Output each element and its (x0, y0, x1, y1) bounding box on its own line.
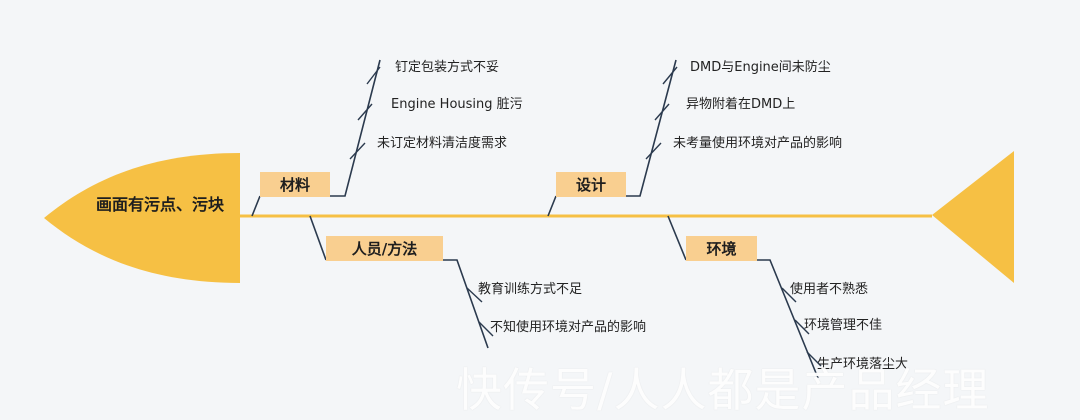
cause-people-1: 教育训练方式不足 (478, 282, 583, 297)
branch-line-design (547, 195, 557, 217)
watermark: 快传号/人人都是产品经理 (456, 363, 990, 417)
branch-line-design-causes (626, 59, 677, 197)
cause-design-2: 异物附着在DMD上 (686, 97, 796, 112)
category-design: 设计 (556, 172, 626, 197)
tick-materials-1 (366, 66, 381, 85)
category-materials: 材料 (260, 172, 330, 197)
branch-line-materials (251, 195, 261, 217)
tick-people-1 (466, 287, 483, 303)
cause-design-1: DMD与Engine间未防尘 (690, 60, 831, 75)
category-people-method: 人员/方法 (326, 236, 443, 261)
branch-line-people (309, 215, 327, 261)
category-environment: 环境 (686, 236, 757, 261)
tick-environment-3 (806, 351, 822, 367)
cause-design-3: 未考量使用环境对产品的影响 (673, 136, 843, 151)
cause-environment-3: 生产环境落尘大 (817, 357, 909, 372)
cause-environment-2: 环境管理不佳 (804, 318, 883, 333)
problem-statement: 画面有污点、污块 (96, 195, 225, 214)
tick-design-2 (654, 103, 670, 121)
tick-materials-2 (357, 103, 373, 121)
tick-materials-3 (349, 142, 366, 160)
cause-materials-3: 未订定材料清洁度需求 (377, 136, 508, 151)
cause-materials-2: Engine Housing 脏污 (391, 97, 523, 112)
fish-head (44, 153, 240, 283)
tick-design-3 (645, 142, 662, 160)
branch-line-environment (667, 215, 687, 261)
fish-tail (932, 151, 1014, 283)
cause-environment-1: 使用者不熟悉 (790, 282, 869, 297)
cause-people-2: 不知使用环境对产品的影响 (490, 320, 647, 335)
branch-line-people-causes (443, 259, 489, 349)
tick-environment-2 (794, 319, 810, 335)
branch-line-materials-causes (330, 59, 381, 197)
tick-people-2 (478, 321, 494, 337)
tick-design-1 (662, 66, 678, 85)
branch-line-environment-causes (757, 259, 819, 379)
cause-materials-1: 钉定包装方式不妥 (395, 60, 500, 75)
tick-environment-1 (781, 287, 797, 303)
